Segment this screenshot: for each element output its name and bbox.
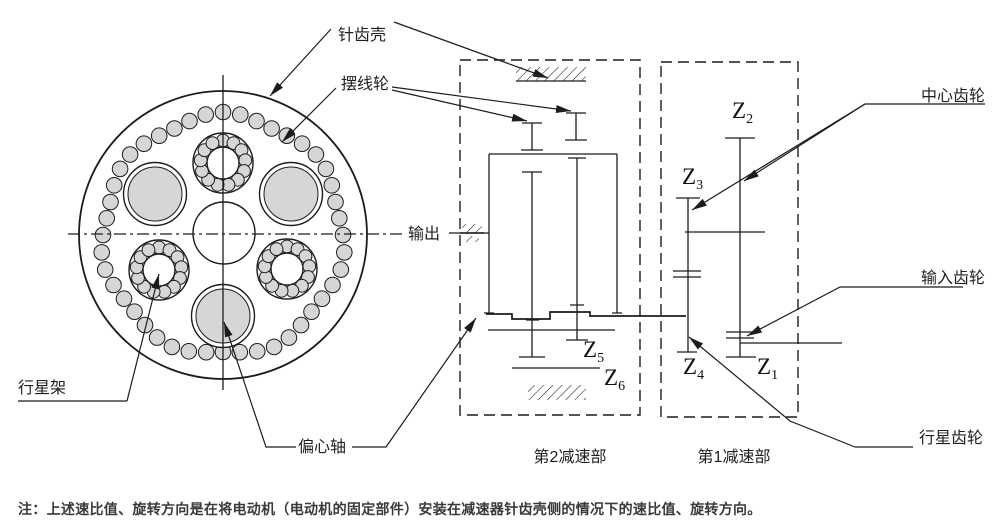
pin-tooth [336,244,353,261]
leader-input-gear [746,286,841,337]
pin-tooth [105,177,123,194]
pin-tooth [115,290,133,308]
label-planet-carrier: 行星架 [18,379,66,397]
pin-tooth [93,244,110,261]
eccentric-crank-line [486,311,686,320]
pin-tooth [324,276,341,294]
pin-tooth [96,261,114,278]
pin-tooth [280,329,298,346]
leader-cycloid-wheel-right1 [391,86,572,113]
leader-cycloid-wheel-right2 [391,89,528,122]
footnote: 注：上述速比值、旋转方向是在将电动机（电动机的固定部件）安装在减速器针齿壳侧的情… [18,501,762,517]
bearing-inner-ring [142,253,176,287]
pin-tooth [163,338,181,356]
leader-pin-gear-housing-right [393,21,549,79]
pin-tooth [293,135,311,152]
bearing-inner-ring [270,252,304,286]
pin-tooth [323,177,341,194]
label-center-gear: 中心齿轮 [921,87,985,105]
output-support-hatch-bottom [465,236,479,242]
pin-tooth [111,160,129,178]
stage2-linework [484,80,622,369]
label-cycloid-wheel: 摆线轮 [341,75,389,93]
output-shaft-line [449,224,489,242]
label-stage2: 第2减速部 [534,448,607,466]
pin-tooth [98,210,115,227]
leader-eccentric-shaft-left [223,321,296,448]
gear-symbol-z5: Z5 [583,337,604,366]
pin-tooth [334,226,352,244]
pin-tooth [135,135,153,152]
pin-tooth [263,120,280,137]
label-eccentric-shaft: 偏心轴 [298,438,346,456]
crank-disc [263,166,319,222]
pin-tooth [248,112,265,130]
stage1-schematic [660,61,842,418]
output-support-hatch-top [462,224,482,233]
gear-symbol-z1: Z1 [757,354,778,383]
pin-tooth [136,316,154,334]
stage2-boundary [459,59,641,416]
housing-ground-hatch-top [516,67,586,81]
label-input-gear: 输入齿轮 [921,269,985,287]
pin-tooth [317,160,335,178]
pin-tooth [303,303,320,321]
label-pin-gear-housing: 针齿壳 [338,26,386,44]
gear-symbol-z2: Z2 [732,98,753,127]
pin-tooth [197,343,215,361]
pin-tooth [292,316,310,334]
label-output: 输出 [408,225,440,243]
gear-symbol-z3: Z3 [682,164,703,193]
pin-tooth [166,120,183,137]
pin-tooth [94,226,112,244]
pin-tooth [197,106,214,123]
gear-symbol-z4: Z4 [683,354,704,383]
bearing-ball [141,243,156,258]
pin-tooth [248,343,266,360]
pin-tooth [313,290,331,308]
label-stage1: 第1减速部 [698,448,771,466]
pin-tooth [148,329,166,346]
leader-eccentric-shaft-right [352,317,477,448]
pin-tooth [232,106,249,123]
pin-tooth [105,276,122,294]
pin-tooth [126,303,143,321]
callout-leaders [18,21,985,448]
pin-tooth [327,193,344,211]
pin-tooth [307,146,325,163]
pin-tooth [102,193,119,211]
bearing-ball [269,242,284,257]
gear-symbol-z6: Z6 [604,365,625,394]
pin-tooth [332,261,350,278]
pin-tooth [331,210,348,227]
pin-tooth [181,112,198,130]
pin-teeth-ring [93,103,353,361]
leader-center-gear-2 [691,103,866,211]
stage1-boundary [660,61,799,418]
pin-tooth [265,338,283,356]
labels: 针齿壳 摆线轮 输出 中心齿轮 输入齿轮 行星齿轮 行星架 偏心轴 第2减速部 … [18,26,985,466]
leader-planet-gear [688,336,856,448]
leader-pin-gear-housing-left [269,28,332,97]
label-planet-gear: 行星齿轮 [919,429,983,447]
pin-tooth [180,343,198,360]
leader-cycloid-wheel-left [281,87,337,143]
crank-disc [127,166,183,222]
stage1-linework [673,137,842,358]
pin-tooth [278,127,296,144]
pin-tooth [150,127,168,144]
cycloid-section-view [68,75,404,390]
center-hole-circle [192,201,256,265]
bearing-ball [205,136,220,151]
pin-tooth [121,146,139,163]
housing-ground-hatch-bottom [528,385,586,400]
leader-planet-carrier [126,273,160,402]
